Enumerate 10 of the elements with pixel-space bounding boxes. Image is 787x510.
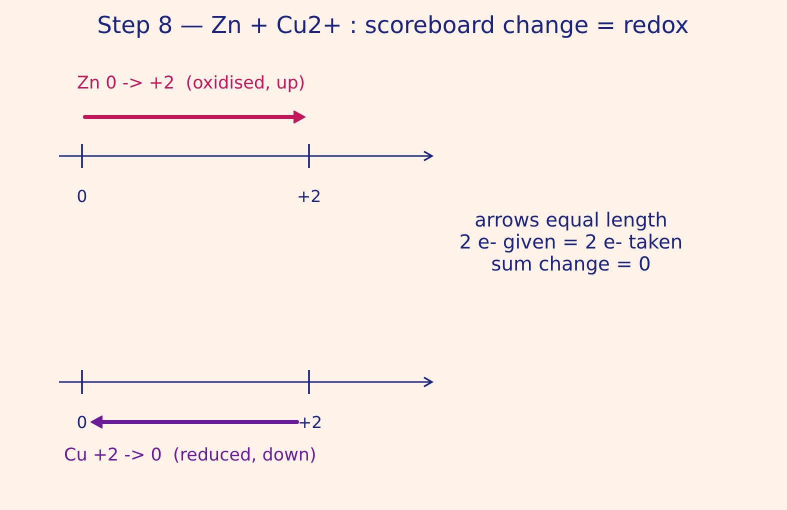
title: Step 8 — Zn + Cu2+ : scoreboard change = redox <box>97 10 689 40</box>
tick-label: +2 <box>298 413 322 433</box>
tick-label: 0 <box>76 187 88 207</box>
tick-label: +2 <box>296 187 322 207</box>
change-label: Cu +2 -> 0 (reduced, down) <box>64 446 316 466</box>
tick-label: 0 <box>76 413 88 433</box>
note-text: sum change = 0 <box>491 252 651 276</box>
note-text: arrows equal length <box>474 208 668 232</box>
note-text: 2 e- given = 2 e- taken <box>459 230 683 254</box>
change-label: Zn 0 -> +2 (oxidised, up) <box>77 74 306 94</box>
